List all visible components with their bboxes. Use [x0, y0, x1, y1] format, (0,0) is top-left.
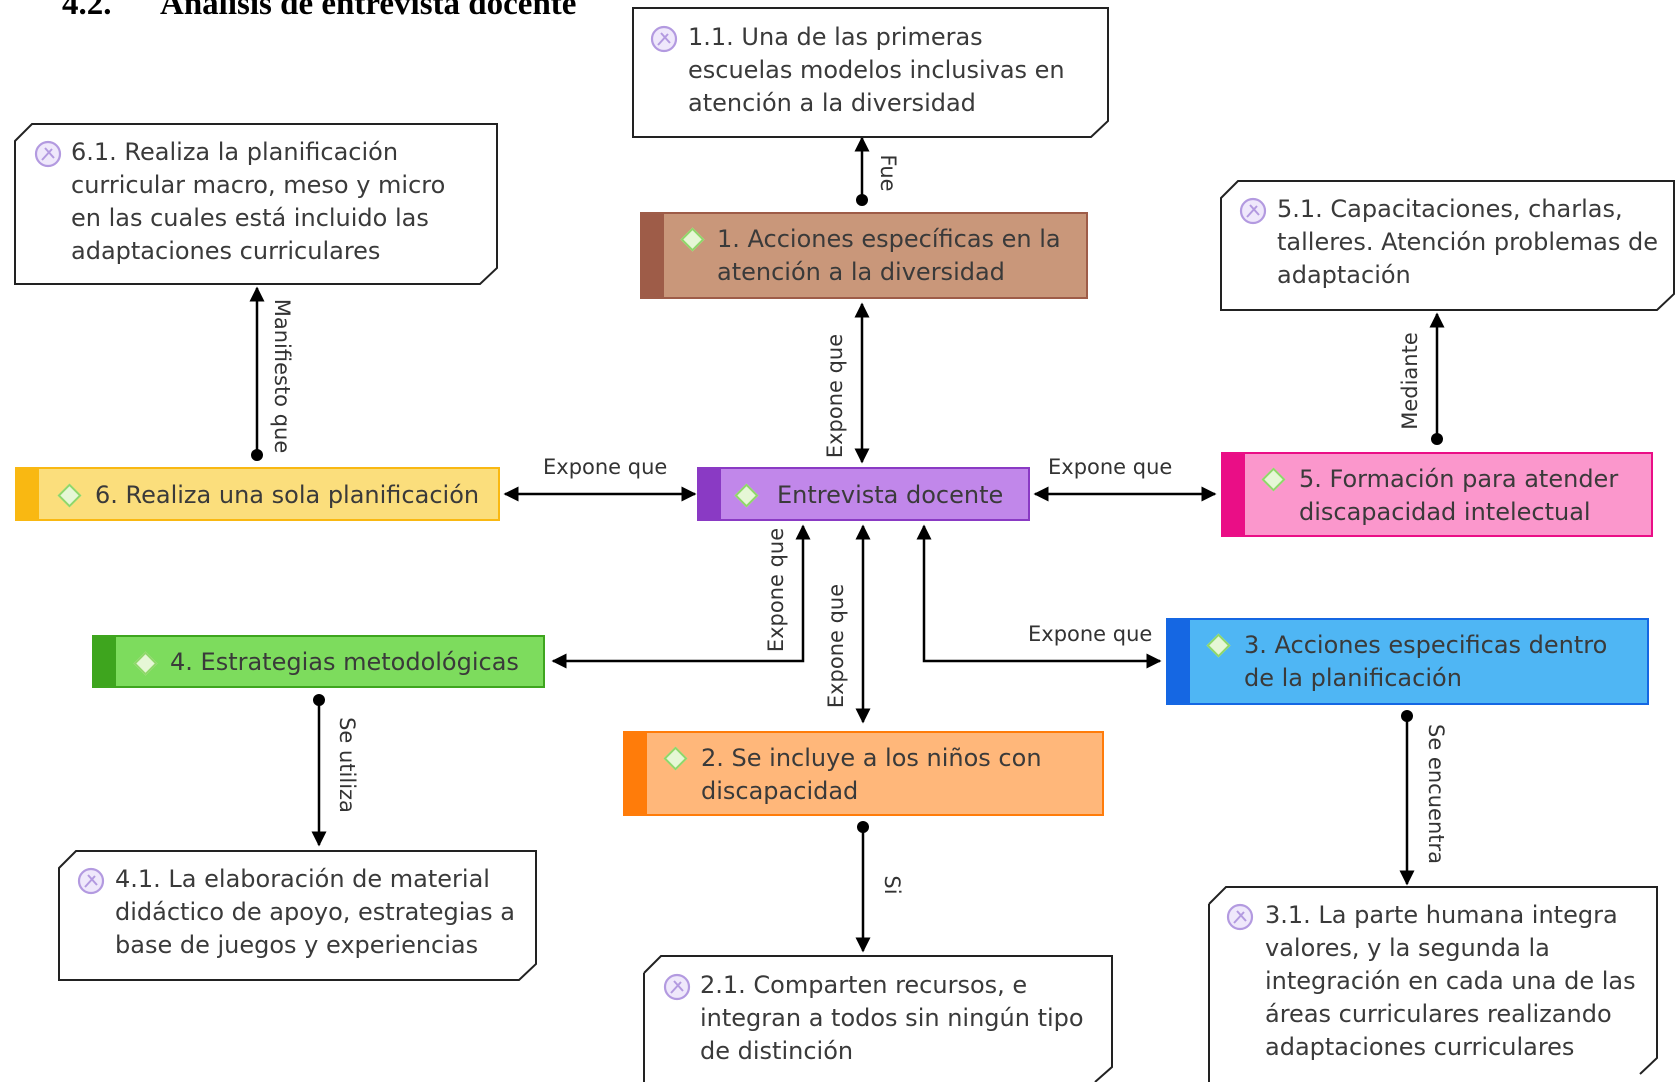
edge-label-se-encuentra: Se encuentra: [1424, 724, 1448, 864]
edge-label-expone-n3: Expone que: [1028, 622, 1153, 646]
heading-number: 4.2.: [62, 0, 112, 22]
note-icon: [650, 25, 678, 53]
diamond-icon: [680, 227, 705, 252]
note-label: 5.1. Capacitaciones, charlas, talleres. …: [1277, 195, 1658, 289]
edge-label-manifiesto: Manifiesto que: [270, 298, 294, 454]
note-frame: [632, 7, 1109, 138]
note-label: 1.1. Una de las primeras escuelas modelo…: [688, 23, 1065, 117]
diamond-icon: [1206, 633, 1231, 658]
note-label: 4.1. La elaboración de material didáctic…: [115, 865, 515, 959]
note-frame: [643, 955, 1113, 1082]
note-2-1[interactable]: 2.1. Comparten recursos, e integran a to…: [643, 955, 1113, 1082]
note-1-1[interactable]: 1.1. Una de las primeras escuelas modelo…: [632, 7, 1109, 138]
page-heading: 4.2. Análisis de entrevista docente: [62, 0, 576, 23]
node-4[interactable]: 4. Estrategias metodológicas: [92, 635, 545, 688]
node-label: 6. Realiza una sola planificación: [95, 481, 480, 509]
node-accent-bar: [1223, 454, 1245, 535]
node-accent-bar: [625, 733, 647, 814]
edge-label-si: Si: [880, 875, 904, 895]
edge-label-mediante: Mediante: [1398, 332, 1422, 430]
note-frame: [14, 123, 498, 285]
heading-title: Análisis de entrevista docente: [160, 0, 577, 22]
node-accent-bar: [642, 214, 664, 297]
note-label: 2.1. Comparten recursos, e integran a to…: [700, 971, 1084, 1065]
node-6[interactable]: 6. Realiza una sola planificación: [15, 467, 500, 521]
note-icon: [1239, 197, 1267, 225]
note-frame: [1220, 180, 1675, 311]
diamond-icon: [1261, 467, 1286, 492]
note-icon: [34, 140, 62, 168]
diamond-icon: [57, 483, 82, 508]
edge-label-expone-n6: Expone que: [543, 455, 668, 479]
edge-center-n3: [916, 524, 1162, 669]
note-label: 6.1. Realiza la planificación curricular…: [71, 138, 446, 265]
node-label: 4. Estrategias metodológicas: [170, 648, 519, 676]
note-6-1[interactable]: 6.1. Realiza la planificación curricular…: [14, 123, 498, 285]
note-frame: [58, 850, 537, 981]
diamond-icon: [133, 651, 158, 676]
edge-center-n4: [551, 524, 811, 669]
edge-label-expone-n4: Expone que: [764, 527, 788, 653]
note-label: 3.1. La parte humana integra valores, y …: [1265, 901, 1636, 1061]
edge-label-expone-n1: Expone que: [823, 333, 847, 459]
node-center[interactable]: Entrevista docente: [697, 467, 1030, 521]
edge-label-se-utiliza: Se utiliza: [335, 717, 359, 813]
node-label: 2. Se incluye a los niños con discapacid…: [701, 744, 1042, 805]
note-3-1[interactable]: 3.1. La parte humana integra valores, y …: [1208, 886, 1658, 1082]
note-icon: [663, 973, 691, 1001]
note-frame: [1208, 886, 1658, 1082]
node-5[interactable]: 5. Formación para atender discapacidad i…: [1221, 452, 1653, 537]
node-accent-bar: [94, 637, 116, 686]
node-accent-bar: [699, 469, 721, 519]
diamond-icon: [663, 746, 688, 771]
edge-label-expone-n2: Expone que: [824, 583, 848, 709]
node-3[interactable]: 3. Acciones especificas dentro de la pla…: [1166, 618, 1649, 705]
edge-label-fue: Fue: [876, 154, 900, 192]
node-label: 1. Acciones específicas en la atención a…: [717, 225, 1061, 286]
node-label: 3. Acciones especificas dentro de la pla…: [1244, 631, 1608, 692]
note-icon: [77, 867, 105, 895]
node-accent-bar: [1168, 620, 1190, 703]
note-4-1[interactable]: 4.1. La elaboración de material didáctic…: [58, 850, 537, 981]
node-2[interactable]: 2. Se incluye a los niños con discapacid…: [623, 731, 1104, 816]
note-5-1[interactable]: 5.1. Capacitaciones, charlas, talleres. …: [1220, 180, 1675, 311]
edge-label-expone-n5: Expone que: [1048, 455, 1173, 479]
node-label: 5. Formación para atender discapacidad i…: [1299, 465, 1619, 526]
diamond-icon: [734, 483, 759, 508]
node-1[interactable]: 1. Acciones específicas en la atención a…: [640, 212, 1088, 299]
node-accent-bar: [17, 469, 39, 519]
note-icon: [1226, 903, 1254, 931]
node-label: Entrevista docente: [777, 481, 1004, 509]
